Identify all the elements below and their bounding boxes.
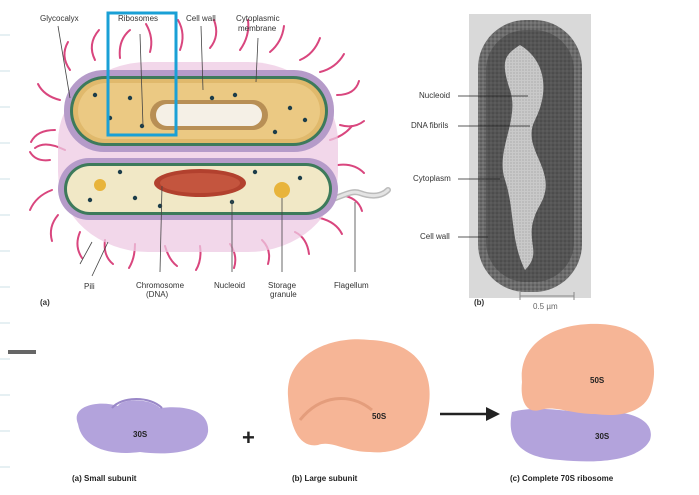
caption-complete-ribosome: (c) Complete 70S ribosome	[510, 474, 613, 483]
plus-sign: +	[242, 425, 255, 450]
arrow-to-complete	[440, 407, 500, 421]
complete-ribosome	[511, 324, 654, 462]
caption-large-subunit: (b) Large subunit	[292, 474, 357, 483]
caption-small-subunit: (a) Small subunit	[72, 474, 136, 483]
label-30s-small: 30S	[133, 430, 147, 439]
label-30s-complete: 30S	[595, 432, 609, 441]
label-50s-complete: 50S	[590, 376, 604, 385]
small-subunit	[77, 399, 208, 453]
large-subunit	[288, 339, 430, 452]
label-50s-large: 50S	[372, 412, 386, 421]
